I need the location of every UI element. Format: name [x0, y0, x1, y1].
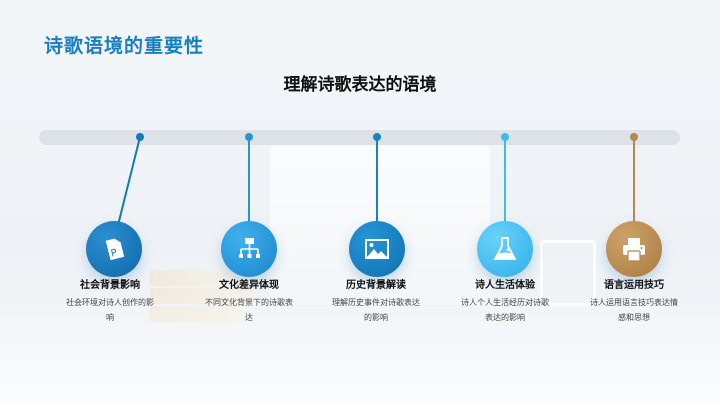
timeline-node[interactable] [349, 221, 405, 277]
timeline-label: 社会背景影响 [80, 280, 140, 291]
timeline-description: 诗人个人生活经历对诗歌表达的影响 [461, 298, 549, 322]
slide-subtitle: 理解诗歌表达的语境 [283, 75, 437, 95]
timeline-description: 理解历史事件对诗歌表达的影响 [332, 298, 420, 322]
background-glow [0, 290, 720, 404]
timeline-label: 诗人生活体验 [475, 280, 535, 291]
document-p-icon: P [105, 238, 125, 261]
image-icon [365, 239, 389, 259]
timeline-connector [248, 137, 250, 227]
timeline-description: 不同文化背景下的诗歌表达 [205, 298, 293, 322]
timeline-label: 语言运用技巧 [604, 280, 664, 291]
timeline-connector [376, 137, 378, 227]
timeline-node[interactable] [606, 221, 662, 277]
slide-title: 诗歌语境的重要性 [44, 35, 205, 57]
timeline-label: 历史背景解读 [346, 280, 406, 291]
hierarchy-icon [239, 238, 260, 258]
printer-icon [623, 238, 645, 262]
timeline-node[interactable] [221, 221, 277, 277]
timeline-node[interactable]: P [86, 221, 142, 277]
timeline-connector [116, 136, 141, 227]
timeline-connector [504, 137, 506, 227]
timeline-track [39, 130, 680, 145]
flask-icon [493, 237, 517, 260]
timeline-node[interactable] [477, 221, 533, 277]
timeline-description: 社会环境对诗人创作的影响 [66, 298, 154, 322]
timeline-connector [633, 137, 635, 227]
timeline-label: 文化差异体现 [219, 280, 279, 291]
timeline-description: 诗人运用语言技巧表达情感和思想 [590, 298, 678, 322]
svg-text:P: P [110, 248, 119, 260]
